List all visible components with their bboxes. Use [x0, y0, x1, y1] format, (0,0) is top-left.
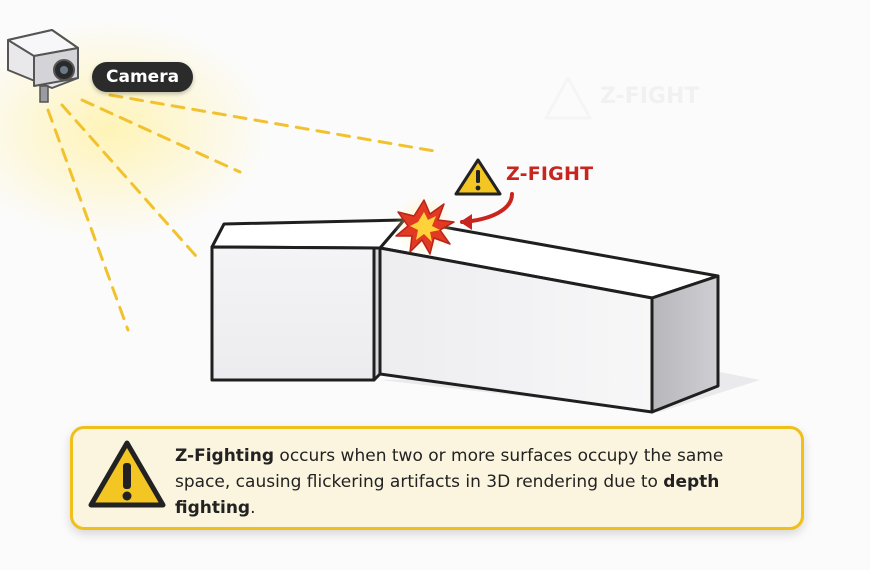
explosion-icon	[394, 196, 455, 256]
short-box-top	[210, 218, 406, 250]
info-text-1: occurs when two or more surfaces occupy …	[175, 446, 724, 492]
camera-label: Camera	[92, 62, 194, 92]
info-warning-icon	[88, 440, 166, 508]
long-box	[378, 218, 720, 414]
info-term: Z-Fighting	[175, 446, 275, 466]
short-box-front	[210, 245, 376, 382]
ghost-zfight-label: Z-FIGHT	[600, 84, 700, 109]
info-emphasis: depth fighting	[175, 472, 720, 518]
ray-3	[60, 103, 198, 258]
info-text-2: .	[250, 498, 256, 518]
short-box-side	[372, 246, 382, 382]
info-box: Z-Fighting occurs when two or more surfa…	[70, 426, 804, 530]
camera-view-rays	[46, 93, 442, 332]
long-box-side	[650, 274, 720, 414]
camera-icon	[7, 29, 79, 103]
info-text: Z-Fighting occurs when two or more surfa…	[175, 443, 775, 521]
short-box	[210, 218, 406, 382]
ray-4	[46, 108, 130, 332]
curved-arrow-icon	[460, 192, 514, 230]
ray-1	[108, 93, 442, 154]
warning-icon	[454, 158, 502, 196]
ghost-warning-icon	[544, 76, 592, 120]
ray-2	[80, 98, 242, 174]
zfight-label: Z-FIGHT	[506, 163, 594, 185]
